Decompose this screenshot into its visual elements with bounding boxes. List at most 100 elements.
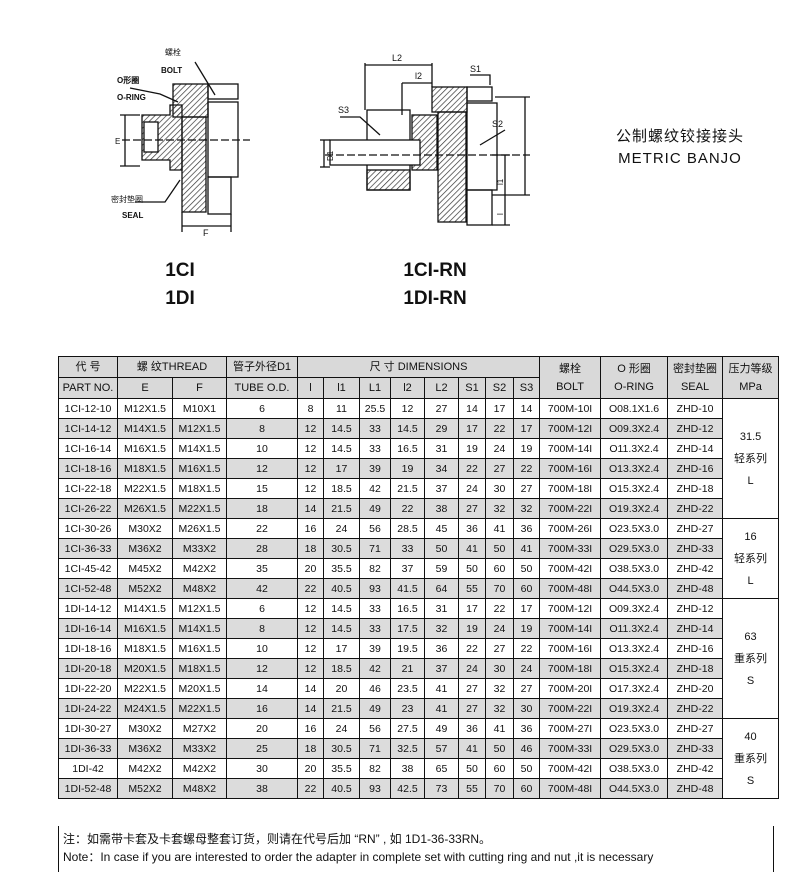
table-cell: O29.5X3.0: [600, 738, 669, 759]
table-cell: 50: [485, 538, 514, 559]
table-cell: M14X1.5: [117, 598, 173, 619]
table-cell: 19: [512, 618, 541, 639]
table-cell: 32: [424, 618, 459, 639]
table-cell: 12: [297, 598, 324, 619]
table-cell: 30: [226, 758, 298, 779]
table-cell: 14: [297, 678, 324, 699]
table-cell: 17: [323, 638, 360, 659]
dim-e-label: E: [115, 137, 120, 146]
table-cell: 700M-18I: [539, 658, 602, 679]
table-cell: 16.5: [390, 598, 425, 619]
table-cell: 42: [359, 478, 391, 499]
table-cell: 39: [359, 458, 391, 479]
table-cell: 27: [458, 698, 486, 719]
header-dim-7: S3: [512, 377, 541, 399]
table-cell: 31: [424, 438, 459, 459]
table-cell: 11: [323, 398, 360, 419]
table-cell: 55: [458, 778, 486, 799]
table-cell: O38.5X3.0: [600, 558, 669, 579]
table-cell: 14: [512, 398, 541, 419]
table-cell: 24: [512, 658, 541, 679]
table-cell: 700M-48I: [539, 578, 602, 599]
table-cell: 8: [297, 398, 324, 419]
table-cell: 700M-16I: [539, 638, 602, 659]
table-cell: 32.5: [390, 738, 425, 759]
table-cell: O08.1X1.6: [600, 398, 669, 419]
table-cell: 25: [226, 738, 298, 759]
table-cell: 36: [512, 718, 541, 739]
table-cell: 41: [485, 518, 514, 539]
table-cell: 27: [458, 678, 486, 699]
table-cell: 22: [458, 458, 486, 479]
table-cell: M48X2: [172, 578, 227, 599]
table-cell: 14: [226, 678, 298, 699]
table-cell: M36X2: [117, 738, 173, 759]
header-oring-cn: O 形圈: [617, 362, 651, 375]
table-cell: 18.5: [323, 658, 360, 679]
table-cell: 39: [359, 638, 391, 659]
pressure-value: 63: [744, 630, 757, 643]
table-cell: 60: [512, 578, 541, 599]
table-cell: ZHD-27: [667, 518, 724, 539]
table-cell: 37: [424, 658, 459, 679]
table-cell: 14.5: [390, 418, 425, 439]
table-cell: O23.5X3.0: [600, 718, 669, 739]
table-cell: 15: [226, 478, 298, 499]
table-cell: 23: [390, 698, 425, 719]
table-cell: 65: [424, 758, 459, 779]
table-cell: 17: [512, 418, 541, 439]
table-cell: ZHD-27: [667, 718, 724, 739]
table-cell: M26X1.5: [172, 518, 227, 539]
table-cell: 18: [226, 498, 298, 519]
table-cell: M12X1.5: [172, 598, 227, 619]
table-cell: O44.5X3.0: [600, 578, 669, 599]
table-cell: M42X2: [172, 558, 227, 579]
header-dim-0: l: [297, 377, 324, 399]
s1-label: S1: [470, 64, 481, 74]
table-cell: 20: [323, 678, 360, 699]
table-cell: 17: [323, 458, 360, 479]
table-cell: 1CI-18-16: [58, 458, 118, 479]
table-cell: 1CI-16-14: [58, 438, 118, 459]
table-cell: 22: [485, 418, 514, 439]
table-cell: 60: [485, 558, 514, 579]
table-cell: M18X1.5: [117, 638, 173, 659]
table-cell: 12: [297, 478, 324, 499]
table-cell: 1CI-45-42: [58, 558, 118, 579]
table-cell: M52X2: [117, 578, 173, 599]
table-cell: M33X2: [172, 738, 227, 759]
table-cell: 700M-18I: [539, 478, 602, 499]
pressure-series-cn: 重系列: [734, 752, 768, 765]
table-cell: 700M-10I: [539, 398, 602, 419]
dim-f-label: F: [203, 228, 209, 238]
table-cell: M18X1.5: [172, 478, 227, 499]
table-cell: 33: [359, 438, 391, 459]
table-cell: 28.5: [390, 518, 425, 539]
header-e: E: [117, 377, 173, 399]
table-cell: 700M-12I: [539, 418, 602, 439]
table-cell: 1CI-52-48: [58, 578, 118, 599]
table-cell: 73: [424, 778, 459, 799]
header-seal-en: SEAL: [680, 380, 710, 393]
table-cell: 46: [359, 678, 391, 699]
table-cell: ZHD-33: [667, 538, 724, 559]
table-cell: 22: [512, 638, 541, 659]
oring-label: O-RING: [117, 93, 146, 102]
table-cell: M12X1.5: [117, 398, 173, 419]
table-cell: ZHD-14: [667, 618, 724, 639]
table-cell: M30X2: [117, 518, 173, 539]
table-cell: 55: [458, 578, 486, 599]
table-cell: 22: [226, 518, 298, 539]
table-cell: 60: [512, 778, 541, 799]
table-cell: M22X1.5: [172, 498, 227, 519]
